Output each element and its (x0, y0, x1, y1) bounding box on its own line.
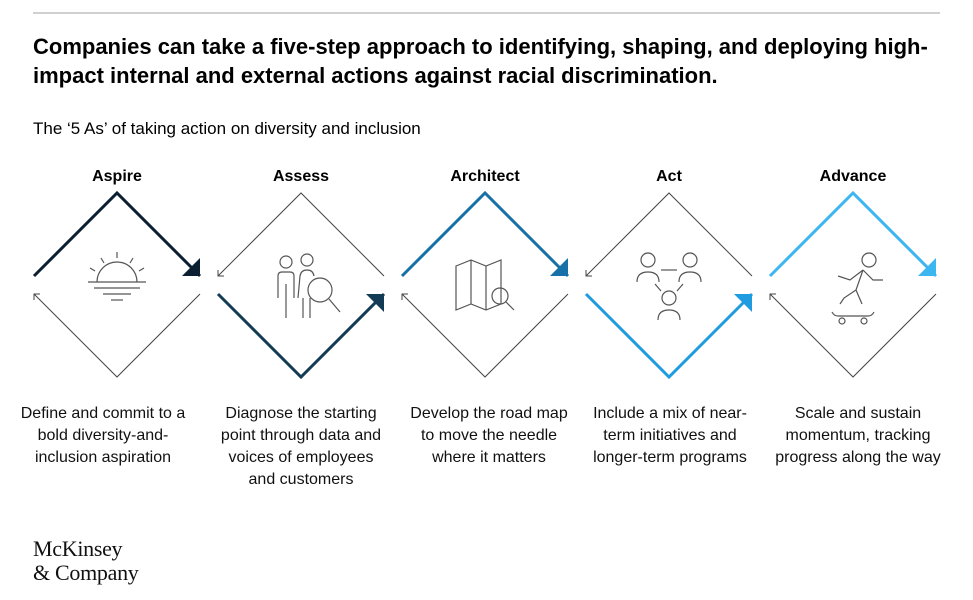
step-diamond-aspire (32, 190, 202, 378)
step-diamond-assess (216, 192, 386, 380)
sunset-icon (88, 252, 146, 301)
subtitle: The ‘5 As’ of taking action on diversity… (33, 119, 421, 138)
step-description-assess: Diagnose the starting point through data… (220, 405, 382, 488)
top-rule (33, 12, 940, 14)
step-description-act: Include a mix of near-term initiatives a… (593, 405, 747, 466)
headline: Companies can take a five-step approach … (33, 34, 928, 88)
step-description-architect: Develop the road map to move the needle … (410, 405, 568, 466)
step-description-advance: Scale and sustain momentum, tracking pro… (775, 405, 941, 466)
mckinsey-logo: McKinsey & Company (33, 536, 139, 585)
step-title-architect: Architect (450, 168, 520, 185)
step-diamond-advance (768, 190, 938, 378)
map-search-icon (455, 259, 515, 311)
skateboarder-icon (831, 252, 883, 325)
people-magnifier-icon (277, 253, 341, 318)
logo-line-1: McKinsey (33, 536, 123, 561)
step-title-assess: Assess (272, 168, 330, 185)
step-diamond-architect (400, 190, 570, 378)
team-icon (636, 252, 702, 321)
step-title-advance: Advance (819, 168, 887, 185)
logo-line-2: & Company (33, 560, 139, 585)
step-title-aspire: Aspire (92, 168, 142, 185)
step-description-aspire: Define and commit to a bold diversity-an… (20, 405, 186, 466)
step-title-act: Act (656, 168, 682, 185)
step-diamond-act (584, 192, 754, 380)
